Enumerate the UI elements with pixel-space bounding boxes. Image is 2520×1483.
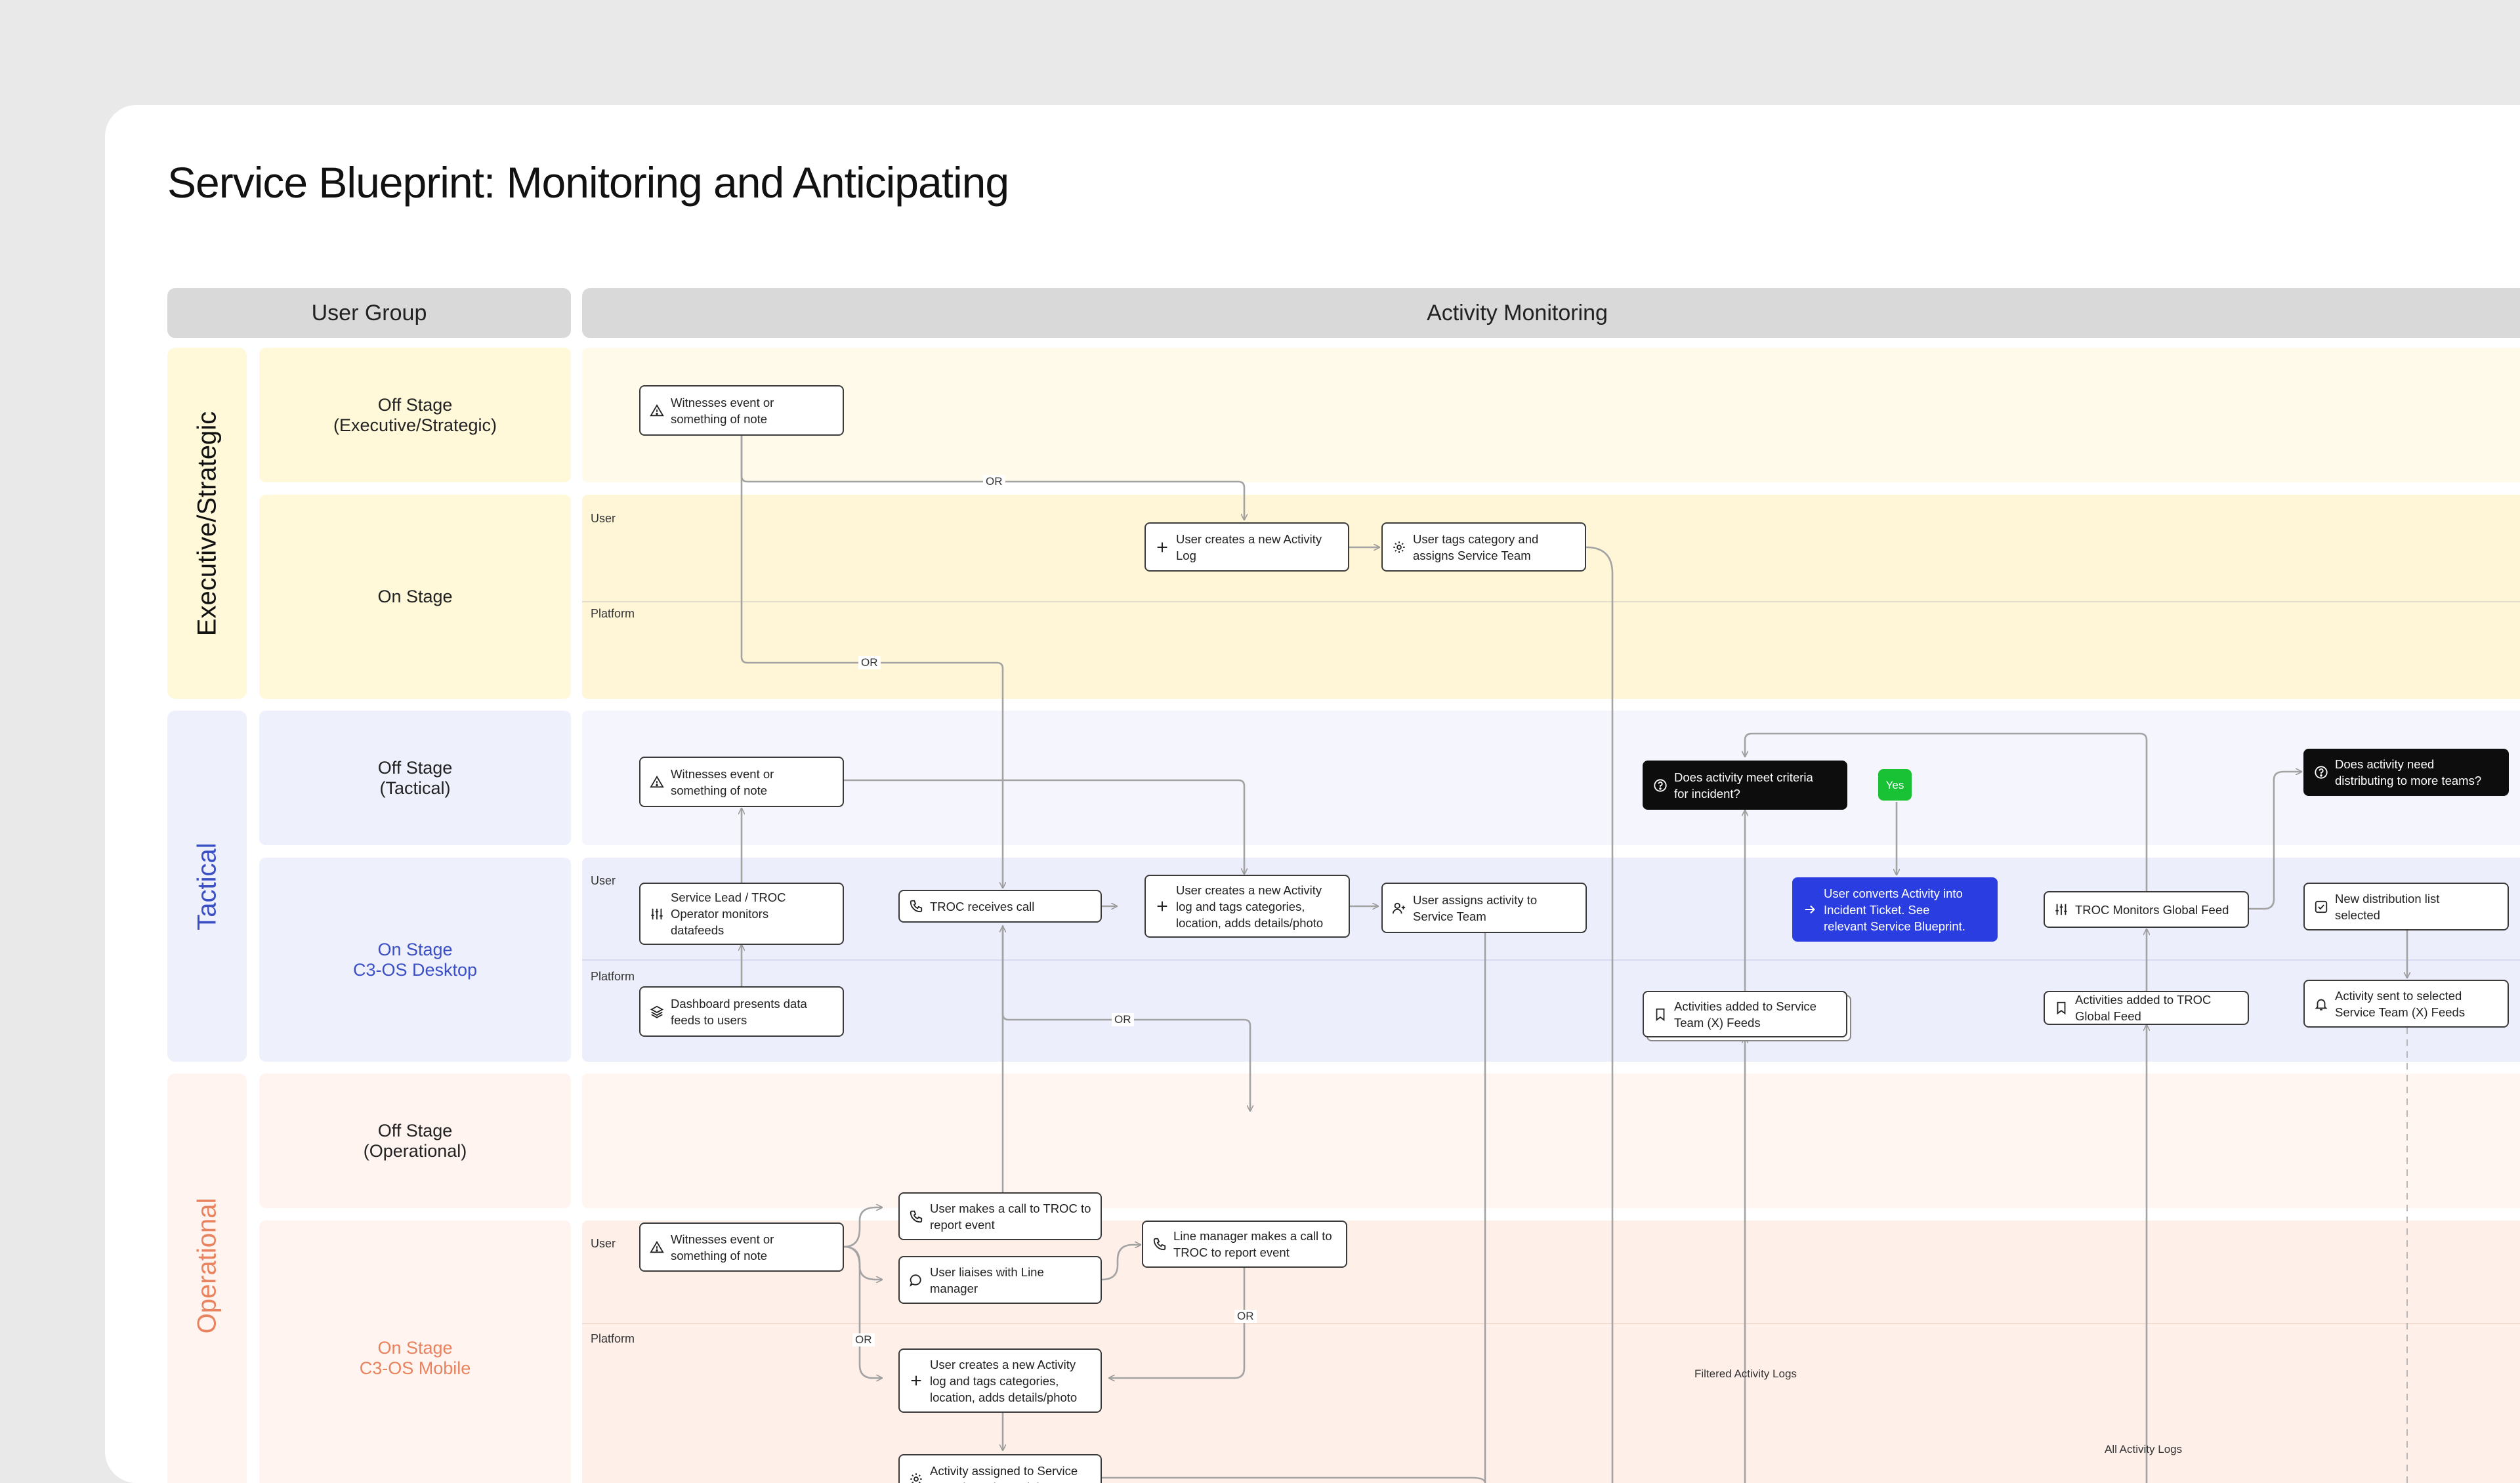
node-activities-troc-global-feed[interactable]: Activities added to TROC Global Feed <box>2044 991 2249 1025</box>
layers-icon <box>650 1005 664 1019</box>
node-exec-witnesses-event[interactable]: Witnesses event or something of note <box>639 385 844 436</box>
node-activities-service-team-feeds[interactable]: Activities added to Service Team (X) Fee… <box>1643 991 1847 1037</box>
phone-icon <box>1152 1237 1167 1251</box>
gear-icon <box>909 1472 923 1483</box>
user-add-icon <box>1392 901 1406 915</box>
or-label: OR <box>983 475 1005 488</box>
node-user-calls-troc[interactable]: User makes a call to TROC to report even… <box>898 1192 1102 1240</box>
filtered-activity-logs-label: Filtered Activity Logs <box>1692 1368 1799 1381</box>
plus-icon <box>1155 899 1169 913</box>
node-op-witnesses-event[interactable]: Witnesses event or something of note <box>639 1222 844 1272</box>
flow-n21-to-n22 <box>1102 1245 1141 1280</box>
node-tac-witnesses-event[interactable]: Witnesses event or something of note <box>639 757 844 807</box>
bookmark-icon <box>2054 1001 2068 1015</box>
node-exec-tag-category[interactable]: User tags category and assigns Service T… <box>1381 522 1586 572</box>
node-decision-distribute-teams[interactable]: Does activity need distributing to more … <box>2303 749 2509 796</box>
node-new-distribution-list[interactable]: New distribution list selected <box>2303 883 2509 930</box>
node-user-liaises-line-manager[interactable]: User liaises with Line manager <box>898 1256 1102 1304</box>
flow-connectors <box>105 105 2520 1483</box>
node-troc-receives-call[interactable]: TROC receives call <box>898 890 1102 923</box>
flow-n22-to-n23 <box>1109 1268 1244 1378</box>
flow-n19-to-n23 <box>844 1247 882 1378</box>
sliders-icon <box>650 907 664 921</box>
question-icon <box>1653 778 1668 793</box>
all-activity-logs-label: All Activity Logs <box>2102 1443 2185 1456</box>
question-icon <box>2314 765 2328 780</box>
node-tac-create-activity-log[interactable]: User creates a new Activity log and tags… <box>1144 875 1350 938</box>
arrow-right-icon <box>1803 902 1817 917</box>
node-decision-incident-criteria[interactable]: Does activity meet criteria for incident… <box>1643 761 1847 810</box>
node-convert-incident-ticket[interactable]: User converts Activity into Incident Tic… <box>1792 877 1998 942</box>
yes-badge[interactable]: Yes <box>1878 769 1912 801</box>
node-activity-sent-service-team[interactable]: Activity sent to selected Service Team (… <box>2303 980 2509 1028</box>
plus-icon <box>1155 540 1169 554</box>
flow-n4-to-n7 <box>844 780 1244 874</box>
phone-icon <box>909 1209 923 1224</box>
node-dashboard-datafeeds[interactable]: Dashboard presents data feeds to users <box>639 986 844 1037</box>
node-troc-monitors-global-feed[interactable]: TROC Monitors Global Feed <box>2044 891 2249 928</box>
bell-icon <box>2314 997 2328 1011</box>
warning-icon <box>650 1240 664 1255</box>
or-label: OR <box>858 656 881 669</box>
node-op-create-activity-log[interactable]: User creates a new Activity log and tags… <box>898 1348 1102 1413</box>
or-label: OR <box>1112 1013 1134 1026</box>
or-label: OR <box>1234 1310 1257 1323</box>
node-activity-assigned-service-team[interactable]: Activity assigned to Service Team based … <box>898 1454 1102 1483</box>
plus-icon <box>909 1373 923 1388</box>
node-line-manager-calls-troc[interactable]: Line manager makes a call to TROC to rep… <box>1142 1221 1347 1268</box>
checkbox-icon <box>2314 900 2328 914</box>
flow-n19-to-n21 <box>844 1247 882 1280</box>
blueprint-canvas: Service Blueprint: Monitoring and Antici… <box>105 105 2520 1483</box>
flow-n13-to-n14 <box>2249 772 2301 909</box>
gear-icon <box>1392 540 1406 554</box>
chat-icon <box>909 1273 923 1287</box>
phone-icon <box>909 899 923 913</box>
flow-n24-right <box>1102 1478 1485 1483</box>
flow-n19-to-n20 <box>844 1207 882 1247</box>
bookmark-icon <box>1653 1007 1668 1022</box>
warning-icon <box>650 404 664 418</box>
node-exec-create-activity-log[interactable]: User creates a new Activity Log <box>1144 522 1349 572</box>
warning-icon <box>650 775 664 789</box>
node-assign-service-team[interactable]: User assigns activity to Service Team <box>1381 883 1587 933</box>
or-label: OR <box>852 1333 875 1347</box>
flow-n3-down <box>1586 547 1612 1483</box>
sliders-icon <box>2054 902 2068 917</box>
node-tac-monitors-datafeeds[interactable]: Service Lead / TROC Operator monitors da… <box>639 883 844 945</box>
